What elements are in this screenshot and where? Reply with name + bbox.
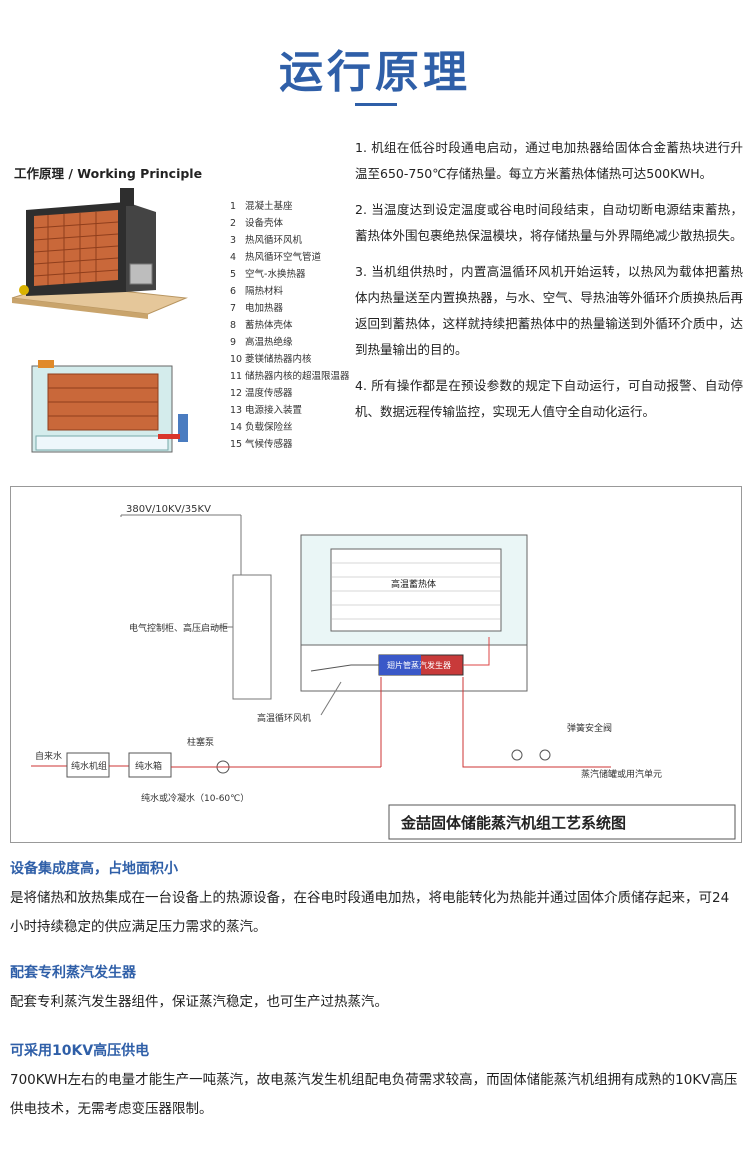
voltage-label: 380V/10KV/35KV — [126, 504, 211, 515]
process-diagram: 380V/10KV/35KV 电气控制柜、高压启动柜 高温蓄热体 翅片管蒸汽发生… — [10, 486, 742, 843]
component-legend: 1 混凝土基座 2 设备壳体 3 热风循环风机 4 热风循环空气管道 5 空气-… — [230, 198, 350, 453]
feature-title: 配套专利蒸汽发生器 — [10, 965, 136, 981]
svg-text:纯水机组: 纯水机组 — [71, 760, 107, 772]
cabinet-label: 电气控制柜、高压启动柜 — [129, 622, 228, 634]
diagram-caption: 金喆固体储能蒸汽机组工艺系统图 — [400, 814, 626, 832]
core-grid — [331, 562, 501, 620]
feature-steam-generator: 配套专利蒸汽发生器 配套专利蒸汽发生器组件，保证蒸汽稳定，也可生产过热蒸汽。 — [10, 962, 740, 1017]
legend-item: 7 电加热器 — [230, 303, 284, 314]
step-1: 1. 机组在低谷时段通电启动，通过电加热器给固体合金蓄热块进行升温至650-75… — [355, 140, 743, 181]
core-label: 高温蓄热体 — [391, 578, 436, 590]
feature-integration: 设备集成度高，占地面积小 是将储热和放热集成在一台设备上的热源设备，在谷电时段通… — [10, 858, 740, 942]
pure-water-tank — [128, 752, 172, 778]
legend-item: 12 温度传感器 — [230, 388, 293, 399]
source-label: 自来水 — [35, 750, 62, 762]
feature-high-voltage: 可采用10KV高压供电 700KWH左右的电量才能生产一吨蒸汽，故电蒸汽发生机组… — [10, 1040, 740, 1124]
operation-steps: 1. 机组在低谷时段通电启动，通过电加热器给固体合金蓄热块进行升温至650-75… — [355, 135, 743, 435]
legend-item: 8 蓄热体壳体 — [230, 320, 293, 331]
pure-water-unit — [66, 752, 110, 778]
legend-item: 1 混凝土基座 — [230, 201, 293, 212]
legend-item: 9 高温热绝缘 — [230, 337, 293, 348]
legend-item: 6 隔热材料 — [230, 286, 284, 297]
valve-label: 弹簧安全阀 — [567, 722, 612, 734]
legend-item: 15 气候传感器 — [230, 439, 293, 450]
feature-body: 是将储热和放热集成在一台设备上的热源设备，在谷电时段通电加热，将电能转化为热能并… — [10, 890, 730, 935]
feature-body: 700KWH左右的电量才能生产一吨蒸汽，故电蒸汽发生机组配电负荷需求较高，而固体… — [10, 1072, 738, 1117]
page-title: 运行原理 — [279, 47, 471, 98]
equipment-section-illustration — [31, 360, 188, 453]
legend-item: 10 菱镁储热器内核 — [230, 354, 312, 365]
control-cabinet — [232, 574, 272, 700]
legend-item: 4 热风循环空气管道 — [230, 252, 322, 263]
fan-label: 高温循环风机 — [257, 712, 311, 724]
storage-core — [330, 548, 502, 632]
legend-item: 11 储热器内核的超温限温器 — [230, 371, 350, 382]
step-2: 2. 当温度达到设定温度或谷电时间段结束，自动切断电源结束蓄热，蓄热体外围包裹绝… — [355, 202, 743, 243]
legend-item: 5 空气-水换热器 — [230, 269, 306, 280]
feature-title: 可采用10KV高压供电 — [10, 1043, 150, 1059]
legend-item: 2 设备壳体 — [230, 218, 284, 229]
legend-item: 14 负载保险丝 — [230, 422, 293, 433]
step-4: 4. 所有操作都是在预设参数的规定下自动运行，可自动报警、自动停机、数据远程传输… — [355, 378, 743, 419]
equipment-3d-illustration — [11, 188, 188, 319]
legend-item: 3 热风循环风机 — [230, 235, 303, 246]
title-underline — [355, 103, 397, 106]
working-principle-heading: 工作原理 / Working Principle — [14, 166, 203, 181]
outlet-label: 蒸汽储罐或用汽单元 — [581, 768, 662, 780]
feature-title: 设备集成度高，占地面积小 — [10, 861, 178, 877]
generator-label: 翅片管蒸汽发生器 — [387, 660, 451, 670]
svg-text:纯水箱: 纯水箱 — [135, 760, 162, 772]
feature-body: 配套专利蒸汽发生器组件，保证蒸汽稳定，也可生产过热蒸汽。 — [10, 994, 388, 1010]
legend-item: 13 电源接入装置 — [230, 405, 303, 416]
step-3: 3. 当机组供热时，内置高温循环风机开始运转，以热风为载体把蓄热体内热量送至内置… — [355, 264, 743, 357]
water-label: 纯水或冷凝水（10-60℃） — [141, 792, 249, 804]
pump-label: 柱塞泵 — [187, 736, 214, 748]
